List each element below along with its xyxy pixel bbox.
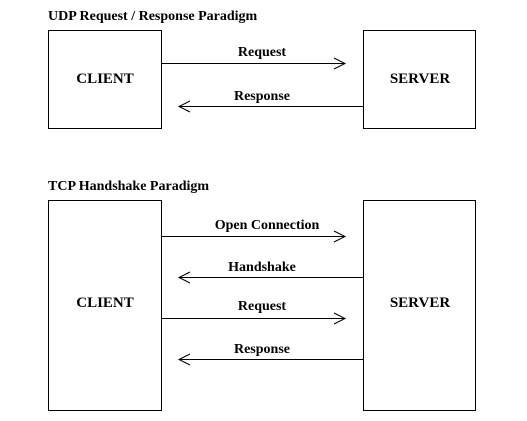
tcp-client-label: CLIENT [76, 295, 134, 311]
tcp-response-arrow: Response [177, 342, 363, 366]
tcp-request-label: Request [238, 299, 287, 314]
udp-section-title: UDP Request / Response Paradigm [48, 9, 258, 24]
udp-response-arrow: Response [177, 89, 363, 113]
udp-section: UDP Request / Response Paradigm CLIENT S… [48, 9, 476, 129]
tcp-handshake-label: Handshake [228, 260, 296, 275]
udp-server-box [363, 30, 476, 129]
tcp-response-arrowhead-icon [177, 353, 191, 366]
udp-client-label: CLIENT [76, 71, 134, 87]
udp-request-arrowhead-icon [333, 57, 347, 70]
tcp-section-title: TCP Handshake Paradigm [48, 179, 209, 194]
tcp-handshake-arrow: Handshake [177, 260, 363, 284]
udp-client-box [48, 30, 162, 129]
tcp-server-box [363, 200, 476, 411]
tcp-server-label: SERVER [390, 295, 450, 311]
tcp-response-label: Response [234, 342, 290, 357]
udp-response-label: Response [234, 89, 290, 104]
udp-request-label: Request [238, 45, 287, 60]
tcp-request-arrow: Request [162, 299, 347, 325]
udp-server-label: SERVER [390, 71, 450, 87]
tcp-handshake-arrowhead-icon [177, 271, 191, 284]
udp-response-arrowhead-icon [177, 100, 191, 113]
tcp-open-connection-arrowhead-icon [333, 230, 347, 243]
tcp-open-connection-label: Open Connection [215, 218, 320, 233]
tcp-open-connection-arrow: Open Connection [162, 218, 347, 243]
udp-request-arrow: Request [162, 45, 347, 70]
tcp-section: TCP Handshake Paradigm CLIENT SERVER Ope… [48, 179, 476, 411]
tcp-client-box [48, 200, 162, 411]
tcp-request-arrowhead-icon [333, 312, 347, 325]
